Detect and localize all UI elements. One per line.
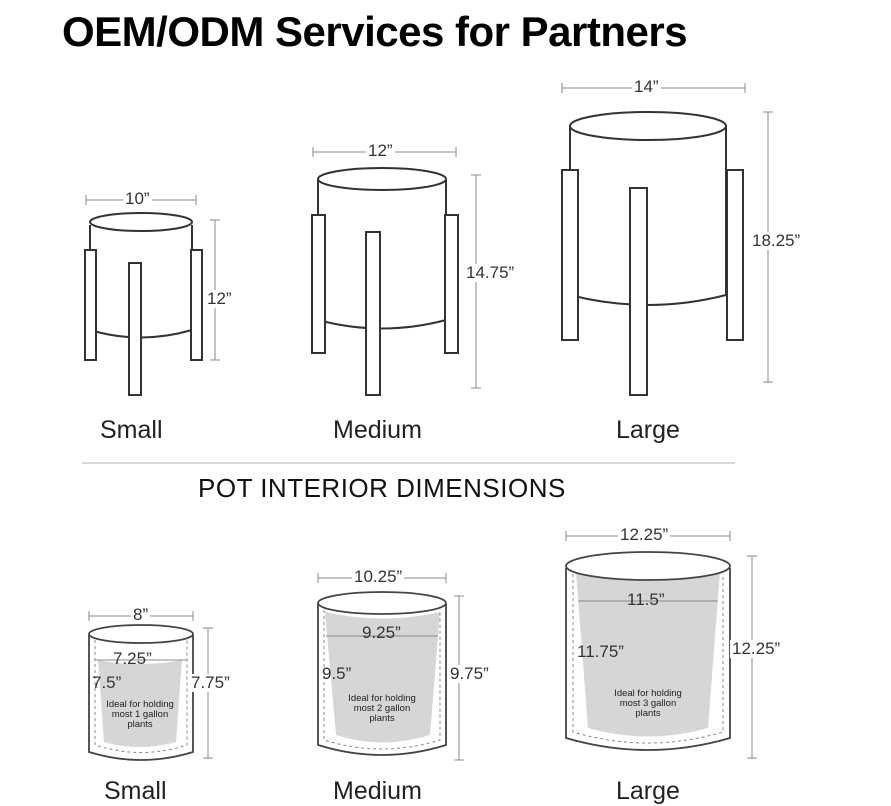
medium-pot-illustration bbox=[317, 591, 447, 756]
medium-stand-height: 14.75” bbox=[464, 263, 517, 282]
large-pot-inner-width: 11.5” bbox=[627, 590, 665, 609]
medium-pot-inner-width: 9.25” bbox=[362, 623, 401, 642]
large-stand-width: 14” bbox=[632, 77, 661, 96]
large-pot-label: Large bbox=[616, 777, 680, 805]
medium-pot-label: Medium bbox=[333, 777, 422, 805]
medium-pot-outer-width: 10.25” bbox=[352, 567, 405, 586]
large-pot-outer-height: 12.25” bbox=[730, 639, 783, 658]
large-pot-outer-width: 12.25” bbox=[618, 525, 671, 544]
medium-stand-label: Medium bbox=[333, 416, 422, 444]
small-pot-note: Ideal for holding most 1 gallon plants bbox=[106, 699, 174, 730]
large-stand-height: 18.25” bbox=[750, 231, 803, 250]
section-title: POT INTERIOR DIMENSIONS bbox=[198, 473, 566, 503]
large-stand-illustration bbox=[561, 111, 744, 396]
medium-pot-inner-height: 9.5” bbox=[322, 664, 352, 683]
medium-pot-note: Ideal for holding most 2 gallon plants bbox=[348, 693, 416, 724]
large-pot-inner-height: 11.75” bbox=[577, 642, 624, 661]
medium-stand-width: 12” bbox=[366, 141, 395, 160]
small-pot-inner-height: 7.5” bbox=[92, 673, 122, 692]
small-pot-outer-height: 7.75” bbox=[189, 673, 232, 692]
small-stand-illustration bbox=[84, 212, 203, 396]
medium-stand-illustration bbox=[311, 167, 459, 396]
small-pot-outer-width: 8” bbox=[131, 605, 151, 624]
large-pot-illustration bbox=[565, 551, 731, 751]
small-pot-label: Small bbox=[104, 777, 167, 805]
large-pot-note: Ideal for holding most 3 gallon plants bbox=[614, 688, 682, 719]
small-stand-height: 12” bbox=[205, 289, 234, 308]
medium-pot-outer-height: 9.75” bbox=[448, 664, 491, 683]
small-pot-inner-width: 7.25” bbox=[113, 649, 152, 668]
small-pot-illustration bbox=[88, 624, 194, 761]
page-title: OEM/ODM Services for Partners bbox=[62, 8, 688, 55]
large-stand-label: Large bbox=[616, 416, 680, 444]
small-stand-label: Small bbox=[100, 416, 163, 444]
small-stand-width: 10” bbox=[123, 189, 152, 208]
